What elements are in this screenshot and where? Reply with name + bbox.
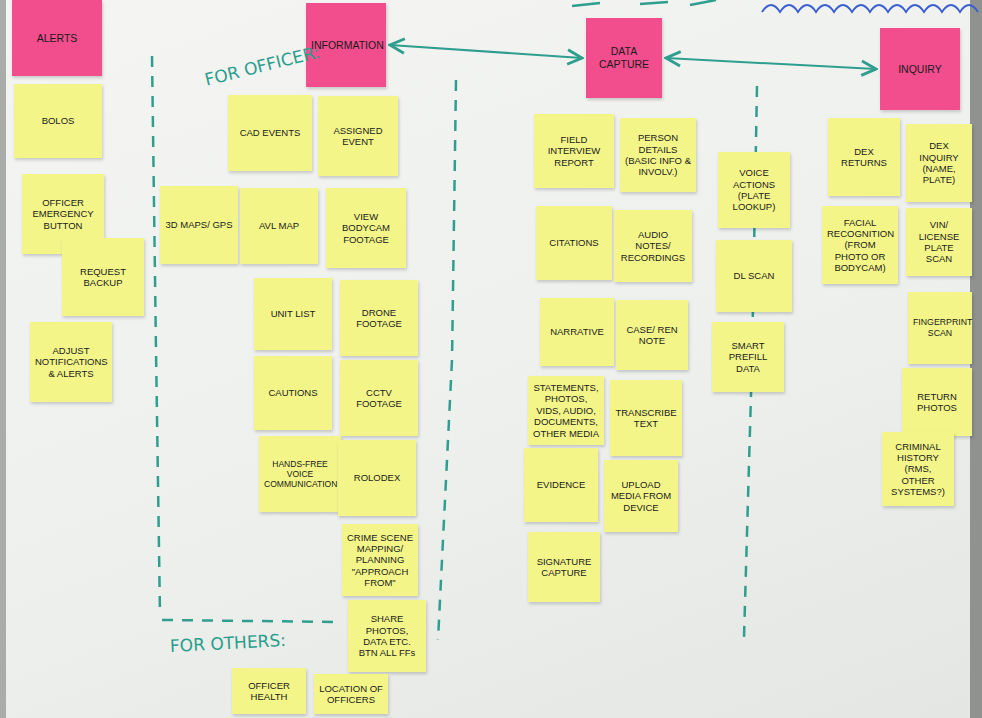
double-arrow [666, 58, 876, 69]
sticky-note: CCTV FOOTAGE [340, 360, 418, 436]
sticky-note: AVL MAP [240, 188, 318, 264]
sticky-note: UPLOAD MEDIA FROM DEVICE [604, 460, 678, 532]
sticky-note: OFFICER HEALTH [232, 668, 306, 714]
note-text: ADJUST NOTIFICATIONS & ALERTS [35, 345, 107, 379]
note-text: VIEW BODYCAM FOOTAGE [331, 211, 401, 245]
sticky-note: NARRATIVE [540, 298, 614, 366]
sticky-note: RETURN PHOTOS [902, 368, 972, 436]
sticky-note: DL SCAN [716, 240, 792, 312]
note-text: RETURN PHOTOS [907, 391, 967, 414]
note-text: CCTV FOOTAGE [345, 387, 413, 410]
sticky-note: CAD EVENTS [228, 95, 312, 171]
double-arrow [390, 45, 582, 58]
sticky-note: HANDS-FREE VOICE COMMUNICATION [259, 436, 341, 512]
note-text: VIN/ LICENSE PLATE SCAN [911, 219, 967, 265]
sticky-note: ADJUST NOTIFICATIONS & ALERTS [30, 322, 112, 402]
sticky-note: VIN/ LICENSE PLATE SCAN [906, 208, 972, 276]
sticky-note: EVIDENCE [524, 448, 598, 522]
sticky-note: FIELD INTERVIEW REPORT [534, 114, 614, 188]
note-text: DATA CAPTURE [591, 45, 657, 70]
note-text: OFFICER HEALTH [237, 680, 301, 703]
note-text: DEX INQUIRY (NAME, PLATE) [911, 140, 967, 186]
dashed-divider [162, 620, 340, 622]
sticky-note: PERSON DETAILS (BASIC INFO & INVOLV.) [620, 118, 696, 192]
note-text: EVIDENCE [529, 479, 593, 490]
sticky-note: SHARE PHOTOS, DATA ETC. BTN ALL FFs [348, 600, 426, 672]
category-note: INQUIRY [880, 28, 960, 110]
sticky-note: VOICE ACTIONS (PLATE LOOKUP) [718, 152, 790, 228]
note-text: INQUIRY [885, 63, 955, 76]
sticky-note: FACIAL RECOGNITION (FROM PHOTO OR BODYCA… [822, 206, 898, 284]
category-note: ALERTS [12, 0, 102, 76]
note-text: CAD EVENTS [233, 127, 307, 138]
sticky-note: CITATIONS [536, 206, 612, 280]
note-text: ROLODEX [343, 472, 411, 483]
note-text: LOCATION OF OFFICERS [319, 683, 383, 706]
sticky-note: 3D MAPS/ GPS [160, 186, 238, 264]
category-note: DATA CAPTURE [586, 18, 662, 98]
sticky-note: AUDIO NOTES/ RECORDINGS [614, 210, 692, 282]
note-text: REQUEST BACKUP [67, 266, 139, 289]
sticky-note: TRANSCRIBE TEXT [610, 380, 682, 456]
sticky-note: BOLOS [14, 84, 102, 158]
sticky-note: CAUTIONS [254, 356, 332, 430]
note-text: SHARE PHOTOS, DATA ETC. BTN ALL FFs [353, 613, 421, 659]
note-text: AVL MAP [245, 220, 313, 231]
note-text: CAUTIONS [259, 387, 327, 398]
note-text: UPLOAD MEDIA FROM DEVICE [609, 479, 673, 513]
note-text: FIELD INTERVIEW REPORT [539, 134, 609, 168]
note-text: FINGERPRINT SCAN [913, 317, 967, 338]
sticky-note: DRONE FOOTAGE [340, 280, 418, 356]
note-text: TRANSCRIBE TEXT [615, 407, 677, 430]
dashed-divider [438, 80, 456, 640]
note-text: BOLOS [19, 115, 97, 126]
handwritten-label: FOR OTHERS: [169, 630, 286, 656]
note-text: CITATIONS [541, 237, 607, 248]
marker-scribble [572, 0, 716, 6]
sticky-note: SMART PREFILL DATA [712, 322, 784, 392]
note-text: ASSIGNED EVENT [323, 125, 393, 148]
sticky-note: ROLODEX [338, 440, 416, 516]
note-text: FACIAL RECOGNITION (FROM PHOTO OR BODYCA… [827, 217, 893, 274]
note-text: SIGNATURE CAPTURE [533, 556, 595, 579]
sticky-note: STATEMENTS, PHOTOS, VIDS, AUDIO, DOCUMEN… [528, 376, 604, 445]
sticky-note: REQUEST BACKUP [62, 238, 144, 316]
note-text: VOICE ACTIONS (PLATE LOOKUP) [723, 167, 785, 213]
note-text: UNIT LIST [259, 308, 327, 319]
sticky-note: CRIME SCENE MAPPING/ PLANNING "APPROACH … [342, 524, 418, 596]
note-text: INFORMATION [311, 39, 381, 52]
sticky-note: CASE/ REN NOTE [616, 300, 688, 370]
dashed-divider [152, 56, 160, 615]
note-text: DRONE FOOTAGE [345, 307, 413, 330]
sticky-note: VIEW BODYCAM FOOTAGE [326, 188, 406, 268]
cloud-outline [762, 5, 978, 12]
sticky-note: DEX RETURNS [828, 118, 900, 196]
note-text: SMART PREFILL DATA [717, 340, 779, 374]
note-text: DEX RETURNS [833, 146, 895, 169]
note-text: AUDIO NOTES/ RECORDINGS [619, 229, 687, 263]
note-text: HANDS-FREE VOICE COMMUNICATION [264, 459, 336, 490]
note-text: STATEMENTS, PHOTOS, VIDS, AUDIO, DOCUMEN… [533, 382, 599, 439]
note-text: CRIMINAL HISTORY (RMS, OTHER SYSTEMS?) [887, 441, 949, 498]
handwritten-label: FOR OFFICER: [203, 42, 322, 90]
dashed-divider [152, 56, 757, 640]
note-text: NARRATIVE [545, 326, 609, 337]
note-text: CASE/ REN NOTE [621, 324, 683, 347]
sticky-note: SIGNATURE CAPTURE [528, 532, 600, 602]
sticky-note: UNIT LIST [254, 278, 332, 350]
sticky-note: LOCATION OF OFFICERS [314, 674, 388, 714]
sticky-note: FINGERPRINT SCAN [908, 292, 972, 364]
note-text: OFFICER EMERGENCY BUTTON [27, 197, 99, 231]
note-text: CRIME SCENE MAPPING/ PLANNING "APPROACH … [347, 532, 413, 589]
note-text: 3D MAPS/ GPS [165, 219, 233, 230]
note-text: DL SCAN [721, 270, 787, 281]
sticky-note: CRIMINAL HISTORY (RMS, OTHER SYSTEMS?) [882, 432, 954, 506]
sticky-note: DEX INQUIRY (NAME, PLATE) [906, 124, 972, 202]
board-frame [0, 0, 6, 718]
note-text: PERSON DETAILS (BASIC INFO & INVOLV.) [625, 132, 691, 178]
note-text: ALERTS [17, 32, 97, 45]
sticky-note: ASSIGNED EVENT [318, 96, 398, 176]
